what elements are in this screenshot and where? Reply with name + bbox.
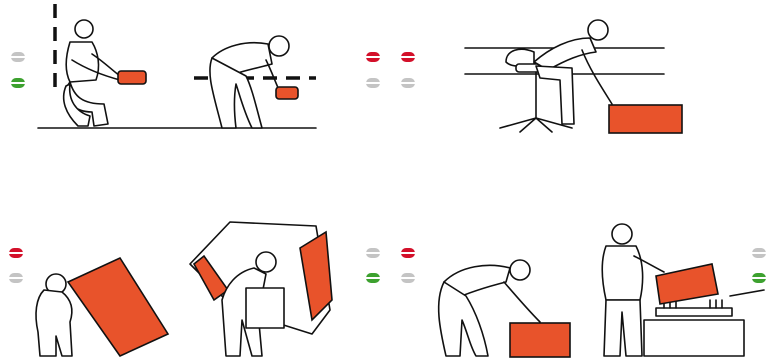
box-on-platform [656,264,718,304]
box-large [510,323,570,357]
